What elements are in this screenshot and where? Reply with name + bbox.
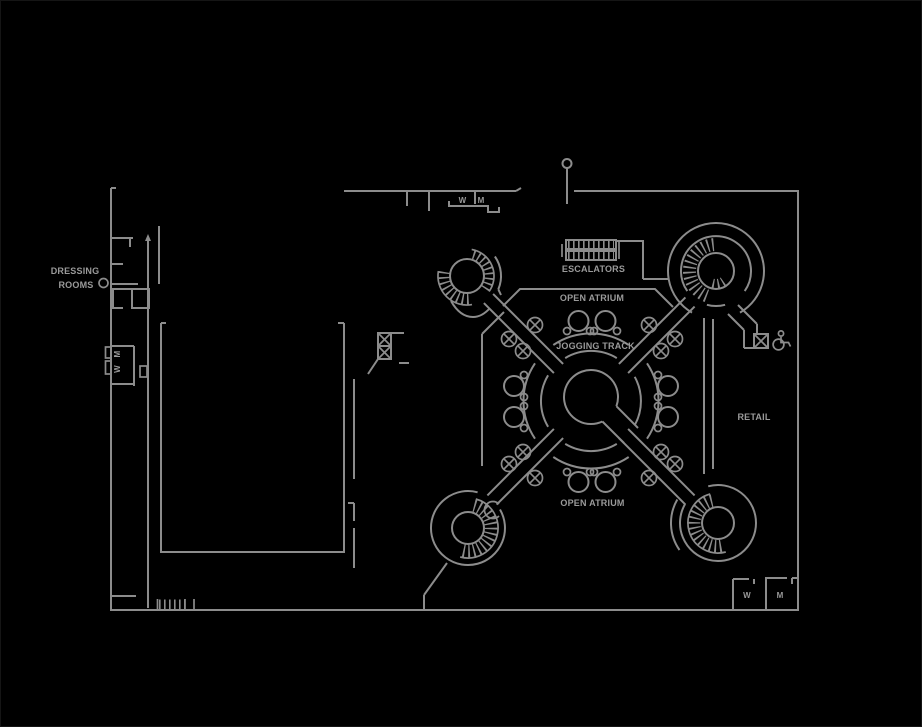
spiral-stair-icon-sw [423,490,506,610]
spoke-se [618,428,696,506]
track-alcoves [503,310,679,493]
building-outer-walls [110,187,799,611]
spoke-sw [486,428,564,506]
spoke-corridors [483,293,696,506]
small-stair-icon [156,599,195,610]
open-atrium-bottom-label: OPEN ATRIUM [560,498,624,508]
door-knob-marker [98,277,109,289]
restroom-top-men-label: M [478,196,485,205]
structural-column-icon [500,316,684,487]
top-restrooms: W M [448,191,500,213]
spiral-stair-icon-ne [667,222,765,314]
spoke-nw [483,293,564,374]
main-hall-walls [160,322,355,568]
wheelchair-accessible-icon [772,330,792,351]
dressing-rooms-label: DRESSING ROOMS [51,266,100,290]
restroom-left-women-label: W [113,365,122,373]
elevator-shaft-icon [367,332,409,375]
bottom-restrooms: W M [732,577,798,610]
central-core-wall [563,369,619,426]
east-elevator-corridor [727,304,769,349]
alcove-notches [519,326,663,477]
jogging-track-ring [503,310,679,493]
restroom-left-men-label: M [113,350,122,357]
structural-columns [500,316,684,487]
elevator-shaft-icon [753,333,769,349]
restroom-bottom-women-label: W [743,591,751,600]
svg-text:ROOMS: ROOMS [58,280,93,290]
ring-outer-edge [522,332,660,470]
retail-label: RETAIL [737,412,770,422]
door-jambs [406,191,430,211]
restroom-top-women-label: W [459,196,467,205]
ring-inner-edge [539,349,642,453]
escalators-label: ESCALATORS [562,264,625,274]
entry-pole-marker-icon [561,158,573,204]
retail-corridor-walls [703,318,714,474]
west-wing-walls: M W [98,226,195,610]
central-core-tail [601,405,639,444]
spiral-stair-icon-nw [437,248,503,319]
spiral-stair-icon-se [670,484,757,562]
atrium-boundary-walls [481,288,674,466]
jogging-track-label: JOGGING TRACK [556,341,635,351]
svg-text:DRESSING: DRESSING [51,266,100,276]
northeast-walls [616,240,714,474]
spoke-ne [618,296,696,374]
open-atrium-top-label: OPEN ATRIUM [560,293,624,303]
arrow-marker [145,234,151,241]
escalator-icon [561,239,620,261]
restroom-bottom-men-label: M [777,591,784,600]
